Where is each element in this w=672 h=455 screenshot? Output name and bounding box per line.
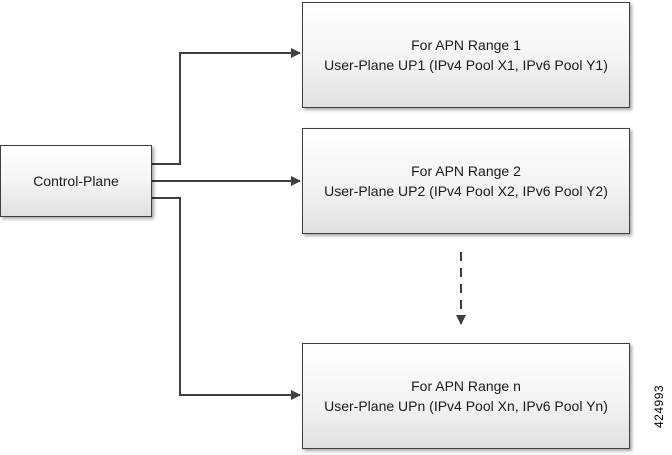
user-plane-box-2: For APN Range 2 User-Plane UP2 (IPv4 Poo… xyxy=(302,128,630,234)
apn-range-label: For APN Range n xyxy=(411,378,521,394)
figure-id: 424993 xyxy=(652,384,666,428)
control-plane-label: Control-Plane xyxy=(33,173,119,189)
control-plane-box: Control-Plane xyxy=(0,145,152,217)
arrow-to-upn xyxy=(152,197,301,400)
apn-range-label: For APN Range 1 xyxy=(411,37,521,53)
user-plane-label: User-Plane UPn (IPv4 Pool Xn, IPv6 Pool … xyxy=(324,398,608,414)
arrow-to-up1 xyxy=(152,48,301,165)
apn-range-label: For APN Range 2 xyxy=(411,163,521,179)
user-plane-label: User-Plane UP2 (IPv4 Pool X2, IPv6 Pool … xyxy=(324,183,608,199)
user-plane-box-n: For APN Range n User-Plane UPn (IPv4 Poo… xyxy=(302,343,630,449)
user-plane-label: User-Plane UP1 (IPv4 Pool X1, IPv6 Pool … xyxy=(324,57,608,73)
user-plane-box-1: For APN Range 1 User-Plane UP1 (IPv4 Poo… xyxy=(302,2,630,108)
